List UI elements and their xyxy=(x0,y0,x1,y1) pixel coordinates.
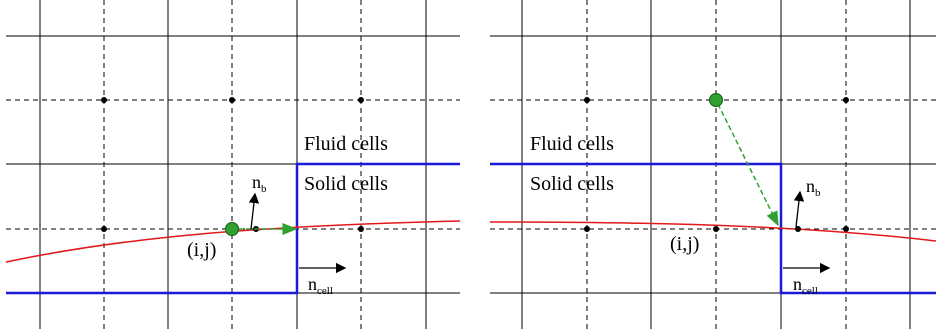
right-index-label: (i,j) xyxy=(670,233,699,255)
right-projection-arrow xyxy=(717,103,779,227)
left-fluid-point xyxy=(225,222,239,236)
grid-node xyxy=(101,97,107,103)
left-nb-arrow xyxy=(248,192,260,230)
right-nodes xyxy=(584,97,849,232)
right-nb-arrow xyxy=(793,190,805,228)
right-interface-curve xyxy=(489,221,936,242)
left-panel: Fluid cells Solid cells (i,j) nb ncell xyxy=(5,0,461,329)
left-nb-label: nb xyxy=(252,172,267,195)
left-fluid-label: Fluid cells xyxy=(304,133,388,155)
left-solid-label: Solid cells xyxy=(304,173,388,195)
left-ncell-label: ncell xyxy=(308,274,333,297)
left-interface-curve xyxy=(5,220,461,263)
ncell-base: n xyxy=(308,274,317,294)
ncell-sub: cell xyxy=(317,285,333,297)
left-index-label: (i,j) xyxy=(187,239,216,261)
left-nodes xyxy=(101,97,364,232)
right-fluid-label: Fluid cells xyxy=(530,133,614,155)
right-fluid-point xyxy=(709,93,723,107)
grid-node xyxy=(713,226,719,232)
boundary-node xyxy=(795,226,801,232)
nb-base: n xyxy=(806,176,815,196)
grid-node xyxy=(843,226,849,232)
grid-node xyxy=(101,226,107,232)
nb-sub: b xyxy=(261,183,267,195)
right-solid-label: Solid cells xyxy=(530,173,614,195)
grid-node xyxy=(358,226,364,232)
grid-node xyxy=(358,97,364,103)
grid-node xyxy=(843,97,849,103)
right-nb-label: nb xyxy=(806,176,821,199)
nb-sub: b xyxy=(815,187,821,199)
nb-base: n xyxy=(252,172,261,192)
ncell-base: n xyxy=(793,274,802,294)
right-panel: Fluid cells Solid cells (i,j) nb ncell xyxy=(489,0,936,329)
right-ncell-label: ncell xyxy=(793,274,818,297)
grid-node xyxy=(584,97,590,103)
ncell-sub: cell xyxy=(802,285,818,297)
grid-node xyxy=(584,226,590,232)
grid-node xyxy=(229,97,235,103)
